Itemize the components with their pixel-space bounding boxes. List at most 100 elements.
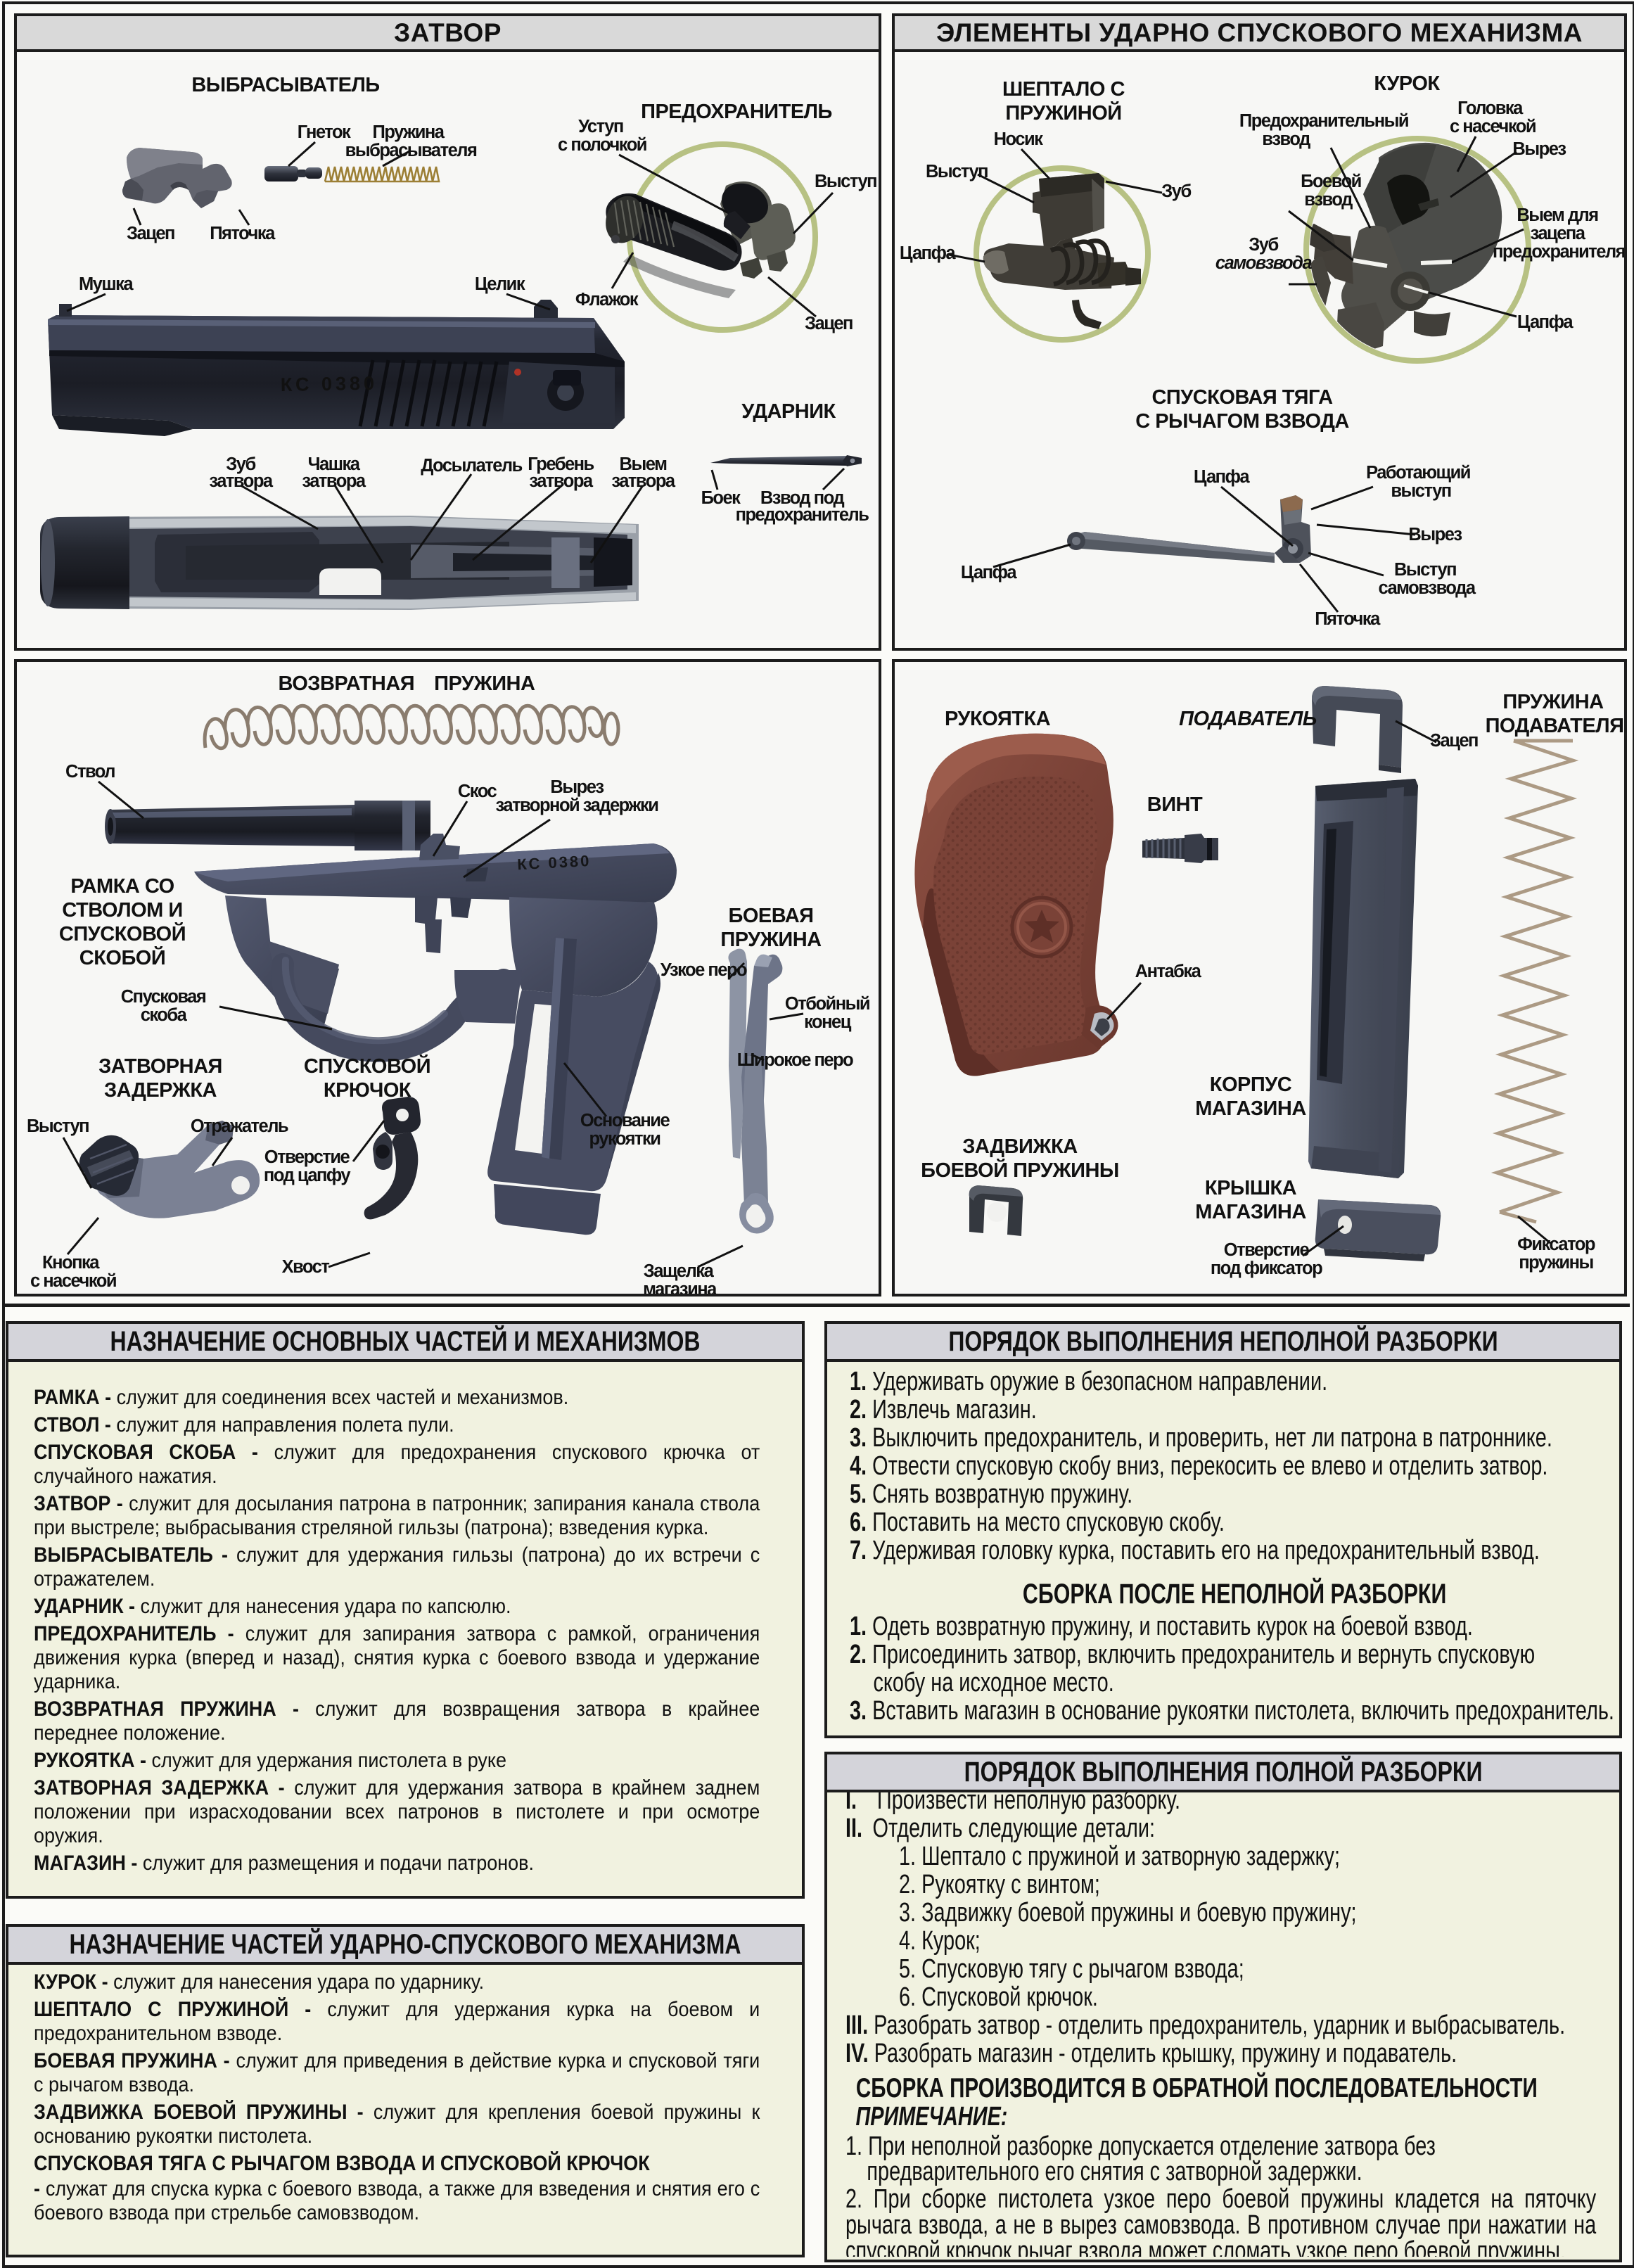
svg-text:Выем: Выем xyxy=(620,454,668,474)
svg-text:Спусковая: Спусковая xyxy=(121,987,206,1007)
svg-text:Выем для: Выем для xyxy=(1517,205,1598,225)
svg-text:УДАРНИК: УДАРНИК xyxy=(741,400,836,423)
svg-text:Основание: Основание xyxy=(580,1111,670,1130)
svg-text:БОЕВАЯ: БОЕВАЯ xyxy=(728,905,813,927)
svg-text:ПРУЖИНОЙ: ПРУЖИНОЙ xyxy=(1005,101,1121,125)
svg-text:Предохранительный: Предохранительный xyxy=(1239,111,1408,131)
svg-text:Отверстие: Отверстие xyxy=(1224,1240,1310,1260)
svg-text:зацепа: зацепа xyxy=(1531,224,1586,243)
svg-text:Мушка: Мушка xyxy=(79,274,134,294)
svg-text:Хвост: Хвост xyxy=(282,1257,330,1277)
svg-text:Работающий: Работающий xyxy=(1366,463,1470,483)
svg-text:СПУСКОВОЙ: СПУСКОВОЙ xyxy=(304,1054,430,1078)
svg-text:ЗАДВИЖКА: ЗАДВИЖКА xyxy=(962,1135,1078,1158)
svg-text:затвора: затвора xyxy=(209,471,274,491)
svg-text:ВОЗВРАТНАЯ ПРУЖИНА: ВОЗВРАТНАЯ ПРУЖИНА xyxy=(279,673,535,695)
svg-text:СПУСКОВАЯ ТЯГА: СПУСКОВАЯ ТЯГА xyxy=(1151,386,1333,409)
svg-text:выбрасывателя: выбрасывателя xyxy=(345,141,477,160)
svg-text:Пяточка: Пяточка xyxy=(210,224,276,243)
svg-text:РАМКА СО: РАМКА СО xyxy=(70,875,174,898)
svg-text:Целик: Целик xyxy=(475,274,525,294)
svg-text:Выступ: Выступ xyxy=(1394,560,1456,580)
svg-text:предохранитель: предохранитель xyxy=(736,505,869,525)
svg-text:Фиксатор: Фиксатор xyxy=(1517,1235,1595,1254)
svg-text:СТВОЛОМ И: СТВОЛОМ И xyxy=(62,899,182,922)
svg-text:под фиксатор: под фиксатор xyxy=(1211,1259,1322,1278)
svg-text:Зуб: Зуб xyxy=(1249,235,1278,255)
svg-text:ЗАТВОРНАЯ: ЗАТВОРНАЯ xyxy=(98,1055,222,1078)
svg-text:предохранителя: предохранителя xyxy=(1493,242,1624,262)
svg-text:Вырез: Вырез xyxy=(1512,139,1566,159)
svg-text:Цапфа: Цапфа xyxy=(1194,467,1250,487)
svg-text:КС 0380: КС 0380 xyxy=(517,852,592,873)
svg-text:Чашка: Чашка xyxy=(308,454,361,474)
svg-text:конец: конец xyxy=(804,1012,852,1032)
svg-text:КРЫШКА: КРЫШКА xyxy=(1205,1177,1297,1199)
svg-text:Широкое перо: Широкое перо xyxy=(737,1050,853,1070)
svg-text:КУРОК: КУРОК xyxy=(1374,72,1440,95)
svg-text:ПРУЖИНА: ПРУЖИНА xyxy=(720,929,822,951)
svg-text:БОЕВОЙ ПРУЖИНЫ: БОЕВОЙ ПРУЖИНЫ xyxy=(921,1158,1119,1182)
svg-text:ЗАДЕРЖКА: ЗАДЕРЖКА xyxy=(104,1079,217,1102)
svg-text:ПРУЖИНА: ПРУЖИНА xyxy=(1502,691,1604,713)
svg-text:РУКОЯТКА: РУКОЯТКА xyxy=(945,708,1051,730)
svg-text:затвора: затвора xyxy=(529,471,594,491)
svg-text:затвора: затвора xyxy=(611,471,676,491)
svg-text:ПРЕДОХРАНИТЕЛЬ: ПРЕДОХРАНИТЕЛЬ xyxy=(641,101,832,123)
svg-text:Цапфа: Цапфа xyxy=(900,243,956,263)
svg-text:затворной задержки: затворной задержки xyxy=(496,796,658,815)
svg-text:Пяточка: Пяточка xyxy=(1315,609,1381,629)
svg-text:МАГАЗИНА: МАГАЗИНА xyxy=(1195,1097,1306,1120)
svg-text:Флажок: Флажок xyxy=(575,290,639,310)
svg-text:Носик: Носик xyxy=(994,129,1044,149)
svg-text:Зуб: Зуб xyxy=(226,454,255,474)
svg-text:самовзвода: самовзвода xyxy=(1215,253,1312,273)
svg-text:Отверстие: Отверстие xyxy=(264,1147,350,1167)
svg-text:ШЕПТАЛО С: ШЕПТАЛО С xyxy=(1002,78,1125,101)
svg-text:магазина: магазина xyxy=(643,1280,717,1294)
svg-text:Взвод под: Взвод под xyxy=(760,488,845,508)
svg-text:Узкое перо: Узкое перо xyxy=(660,960,747,980)
svg-text:ПОДАВАТЕЛЬ: ПОДАВАТЕЛЬ xyxy=(1179,708,1317,730)
svg-text:с насечкой: с насечкой xyxy=(1450,117,1536,136)
svg-text:КС 0380: КС 0380 xyxy=(281,373,378,395)
svg-text:пружины: пружины xyxy=(1519,1253,1593,1273)
svg-text:Зацеп: Зацеп xyxy=(127,224,174,243)
svg-text:Боек: Боек xyxy=(701,488,741,508)
svg-text:Вырез: Вырез xyxy=(1408,525,1462,544)
svg-text:Головка: Головка xyxy=(1457,98,1524,118)
svg-text:с полочкой: с полочкой xyxy=(558,135,646,155)
svg-text:рукоятки: рукоятки xyxy=(589,1129,660,1149)
svg-text:Цапфа: Цапфа xyxy=(1517,312,1574,332)
svg-text:Зуб: Зуб xyxy=(1161,181,1191,201)
svg-text:СПУСКОВОЙ: СПУСКОВОЙ xyxy=(59,922,186,945)
svg-text:ВИНТ: ВИНТ xyxy=(1147,794,1203,816)
svg-text:Зацеп: Зацеп xyxy=(805,314,853,333)
svg-text:под цапфу: под цапфу xyxy=(264,1166,351,1185)
svg-text:Отражатель: Отражатель xyxy=(191,1116,288,1136)
svg-text:Уступ: Уступ xyxy=(578,117,623,136)
svg-text:Гребень: Гребень xyxy=(528,454,594,474)
svg-text:с насечкой: с насечкой xyxy=(30,1271,116,1291)
svg-text:взвод: взвод xyxy=(1262,129,1310,149)
svg-text:самовзвода: самовзвода xyxy=(1378,578,1476,598)
svg-text:Кнопка: Кнопка xyxy=(42,1253,100,1273)
svg-text:затвора: затвора xyxy=(302,471,366,491)
svg-text:Досылатель: Досылатель xyxy=(421,456,522,476)
svg-text:Антабка: Антабка xyxy=(1135,962,1202,981)
svg-text:взвод: взвод xyxy=(1304,190,1353,210)
svg-text:скоба: скоба xyxy=(141,1005,188,1025)
svg-text:Гнеток: Гнеток xyxy=(298,122,351,142)
svg-text:КОРПУС: КОРПУС xyxy=(1210,1074,1292,1096)
svg-text:Скос: Скос xyxy=(458,782,497,801)
svg-text:Выступ: Выступ xyxy=(926,162,988,181)
svg-text:МАГАЗИНА: МАГАЗИНА xyxy=(1195,1201,1306,1223)
svg-text:СКОБОЙ: СКОБОЙ xyxy=(79,945,165,969)
svg-text:ВЫБРАСЫВАТЕЛЬ: ВЫБРАСЫВАТЕЛЬ xyxy=(191,74,379,96)
svg-text:Пружина: Пружина xyxy=(373,122,445,142)
svg-text:Зацеп: Зацеп xyxy=(1430,731,1478,751)
svg-text:Отбойный: Отбойный xyxy=(785,994,869,1014)
svg-text:Ствол: Ствол xyxy=(65,762,115,782)
svg-text:Защелка: Защелка xyxy=(644,1261,715,1281)
svg-text:С РЫЧАГОМ ВЗВОДА: С РЫЧАГОМ ВЗВОДА xyxy=(1135,410,1349,433)
